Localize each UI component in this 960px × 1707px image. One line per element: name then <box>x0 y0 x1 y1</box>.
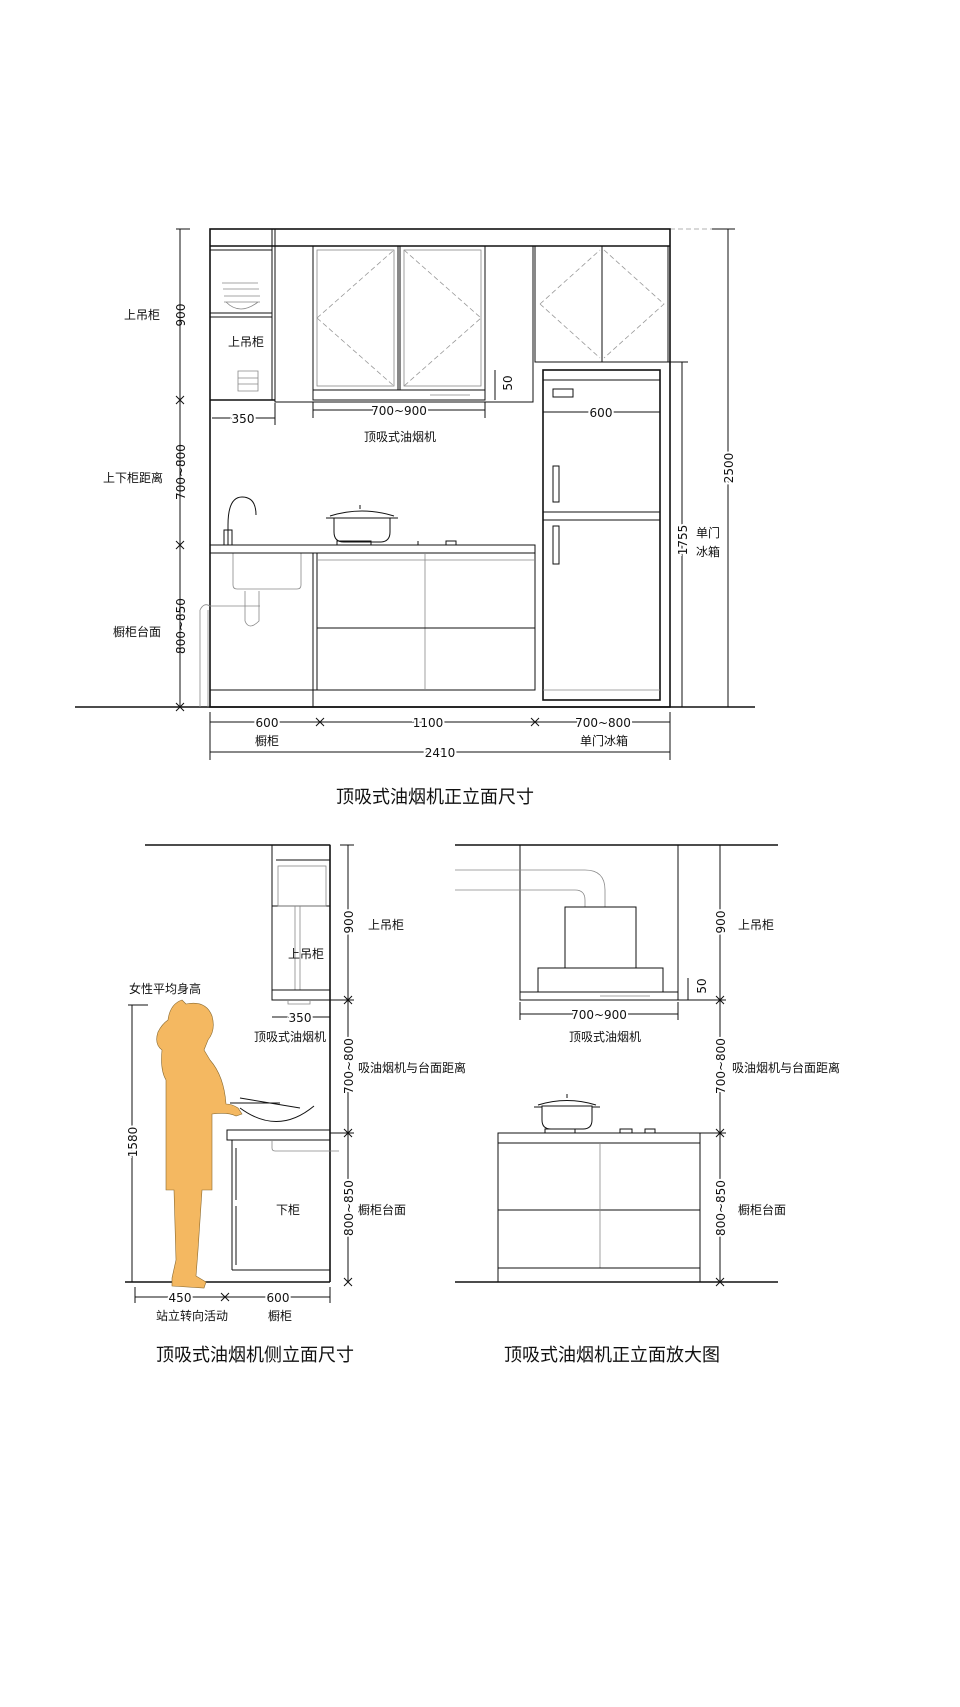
dim-depth: 350 <box>289 1011 312 1025</box>
label-cabinet: 橱柜 <box>255 734 279 748</box>
glass-door-left <box>312 245 399 391</box>
side-upper-cabinet <box>271 844 331 1005</box>
dim-upper: 900 <box>342 911 356 934</box>
label-hood: 顶吸式油烟机 <box>254 1030 326 1044</box>
left-dimension-chain <box>175 228 190 712</box>
label-fridge-1: 单门 <box>696 525 720 540</box>
lower-cabinets <box>210 552 536 707</box>
label-upper-cabinet: 上吊柜 <box>124 308 160 322</box>
drain-pipe <box>199 591 260 707</box>
label-counter: 橱柜台面 <box>738 1202 786 1217</box>
label-gap: 上下柜距离 <box>103 470 163 485</box>
label-gap: 吸油烟机与台面距离 <box>358 1060 466 1075</box>
dim-standing: 450 <box>169 1291 192 1305</box>
label-counter: 橱柜台面 <box>358 1202 406 1217</box>
label-woman-height: 女性平均身高 <box>129 981 201 996</box>
bowls-icon <box>222 282 260 392</box>
label-hood: 顶吸式油烟机 <box>569 1030 641 1044</box>
label-inner-upper: 上吊柜 <box>228 335 264 349</box>
gas-stove <box>530 1128 670 1134</box>
enlarged-lower-cabinet <box>497 1132 701 1283</box>
dim-fridge-width: 600 <box>590 406 613 420</box>
woman-figure-icon <box>156 999 243 1289</box>
side-elevation: 上吊柜 350 顶吸式油烟机 下柜 1580 女性平均身高 900 700~80… <box>124 844 466 1366</box>
refrigerator <box>542 369 661 701</box>
caption-side-elevation: 顶吸式油烟机侧立面尺寸 <box>156 1345 354 1366</box>
pot-icon <box>534 1094 600 1130</box>
range-hood <box>312 389 486 401</box>
countertop <box>209 544 536 554</box>
wall-outline <box>209 228 671 708</box>
dim-upper: 900 <box>174 304 188 327</box>
dim-middle-width: 1100 <box>413 716 444 730</box>
caption-front-elevation: 顶吸式油烟机正立面尺寸 <box>336 787 534 808</box>
caption-front-enlarged: 顶吸式油烟机正立面放大图 <box>504 1345 720 1366</box>
label-counter: 橱柜台面 <box>113 624 161 639</box>
dim-hood-width: 700~900 <box>371 404 427 418</box>
dim-gap: 700~800 <box>342 1038 356 1094</box>
dim-fridge-height: 1755 <box>676 525 690 556</box>
label-standing: 站立转向活动 <box>156 1308 228 1323</box>
open-shelf-cabinet <box>210 229 276 401</box>
label-fridge-space: 单门冰箱 <box>580 733 628 748</box>
dim-shelf-depth: 350 <box>232 412 255 426</box>
pot-icon <box>326 505 398 543</box>
enlarged-upper-cabinet <box>519 844 679 1001</box>
label-upper: 上吊柜 <box>368 918 404 932</box>
dim-total-height: 2500 <box>722 453 736 484</box>
label-lower-cabinet: 下柜 <box>276 1203 300 1217</box>
front-enlarged: 50 700~900 顶吸式油烟机 900 700~800 800~850 上吊… <box>455 844 840 1366</box>
dim-counter: 800~850 <box>342 1180 356 1236</box>
dim-hood-offset: 50 <box>501 375 515 390</box>
dim-counter: 800~850 <box>174 598 188 654</box>
fridge-top-cabinet <box>534 245 669 363</box>
dim-woman-height: 1580 <box>126 1127 140 1158</box>
dim-total-width: 2410 <box>425 746 456 760</box>
dim-cabinet-width: 600 <box>256 716 279 730</box>
dim-fridge-space: 700~800 <box>575 716 631 730</box>
dim-gap: 700~800 <box>714 1038 728 1094</box>
faucet-icon <box>223 496 257 546</box>
dim-counter: 800~850 <box>714 1180 728 1236</box>
dim-gap: 700~800 <box>174 444 188 500</box>
label-upper: 上吊柜 <box>738 918 774 932</box>
dim-upper: 900 <box>714 911 728 934</box>
sink <box>232 553 302 590</box>
dim-hood-offset: 50 <box>695 978 709 993</box>
label-inner-upper: 上吊柜 <box>288 947 324 961</box>
glass-door-right <box>399 245 486 391</box>
side-countertop <box>226 1129 331 1141</box>
label-hood: 顶吸式油烟机 <box>364 430 436 444</box>
dim-cabinet: 600 <box>267 1291 290 1305</box>
enlarged-range-hood <box>520 906 678 997</box>
label-cabinet: 橱柜 <box>268 1309 292 1323</box>
label-gap: 吸油烟机与台面距离 <box>732 1060 840 1075</box>
dim-hood-width: 700~900 <box>571 1008 627 1022</box>
label-fridge-2: 冰箱 <box>696 544 720 559</box>
front-elevation: 900 700~800 800~850 上吊柜 上下柜距离 橱柜台面 上吊柜 3… <box>75 228 755 808</box>
duct <box>455 869 606 907</box>
side-lower-cabinet <box>231 1140 330 1271</box>
wok-icon <box>230 1097 315 1122</box>
